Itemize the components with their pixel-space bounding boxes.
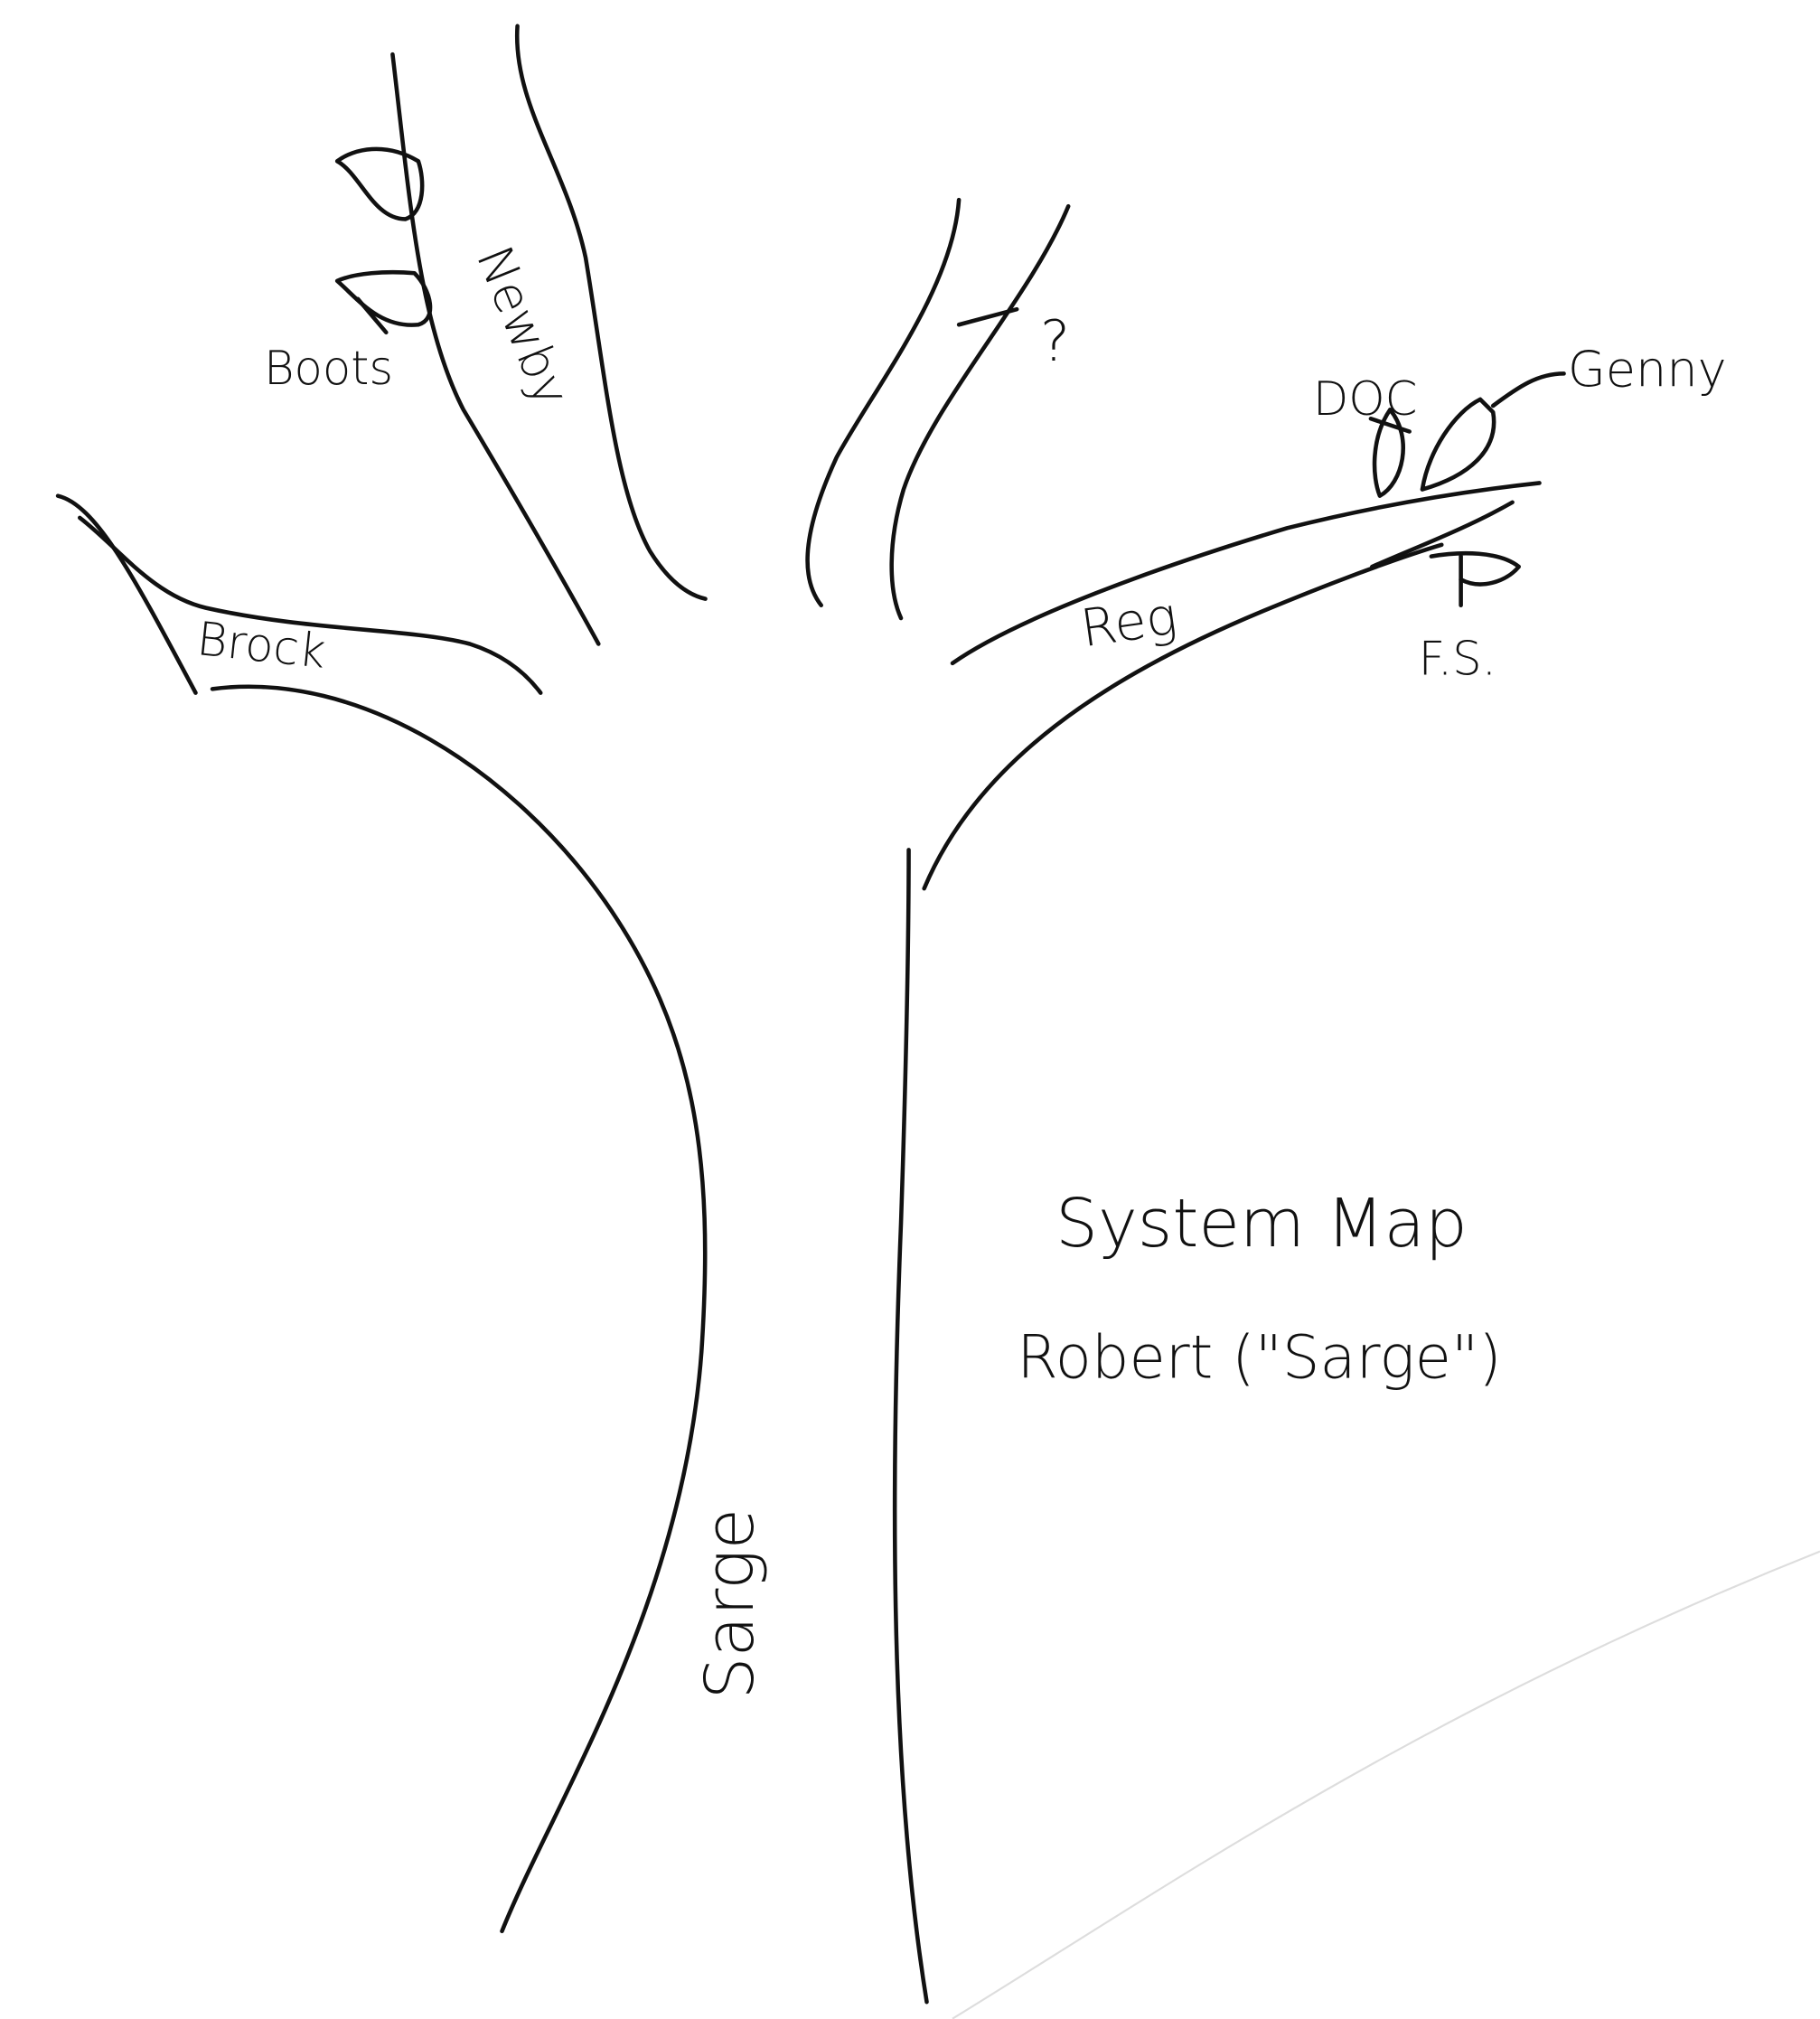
leaf-icon [1429, 550, 1521, 587]
newby-branch-right [514, 23, 708, 601]
leaf-icon [334, 269, 433, 327]
label-boots: Boots [264, 342, 393, 396]
label-sarge-trunk: Sarge [691, 1508, 769, 1700]
middle-branch-left [805, 197, 962, 608]
trunk-left-outline [210, 684, 708, 1934]
newby-branch-left [390, 52, 601, 646]
label-fs: F.S. [1419, 633, 1496, 687]
trunk-right-outline [892, 848, 929, 2005]
leaf-stem [1368, 416, 1412, 434]
leaf-icon [1420, 397, 1496, 492]
reg-branch-lower [922, 542, 1444, 891]
diagram-subtitle: Robert ("Sarge") [1017, 1323, 1501, 1392]
brock-branch-lower [78, 515, 543, 695]
label-question: ? [1040, 308, 1070, 374]
leaf-stem [355, 296, 389, 335]
middle-branch-right [889, 203, 1071, 621]
diagram-title: System Map [1055, 1185, 1468, 1263]
reg-branch-upper [950, 481, 1542, 666]
brock-branch-upper [55, 493, 198, 695]
leaf-icon [334, 146, 425, 221]
label-newby: Newby [465, 239, 580, 415]
label-doc: DOC [1313, 372, 1418, 427]
label-reg: Reg [1077, 587, 1180, 659]
reg-branch-tip [1370, 500, 1515, 569]
label-brock: Brock [194, 612, 328, 680]
paper-edge [952, 1550, 1820, 2019]
leaf-icon [1372, 407, 1405, 498]
label-genny: Genny [1568, 342, 1727, 399]
leaf-stem [1490, 371, 1566, 408]
question-stem [956, 306, 1019, 327]
